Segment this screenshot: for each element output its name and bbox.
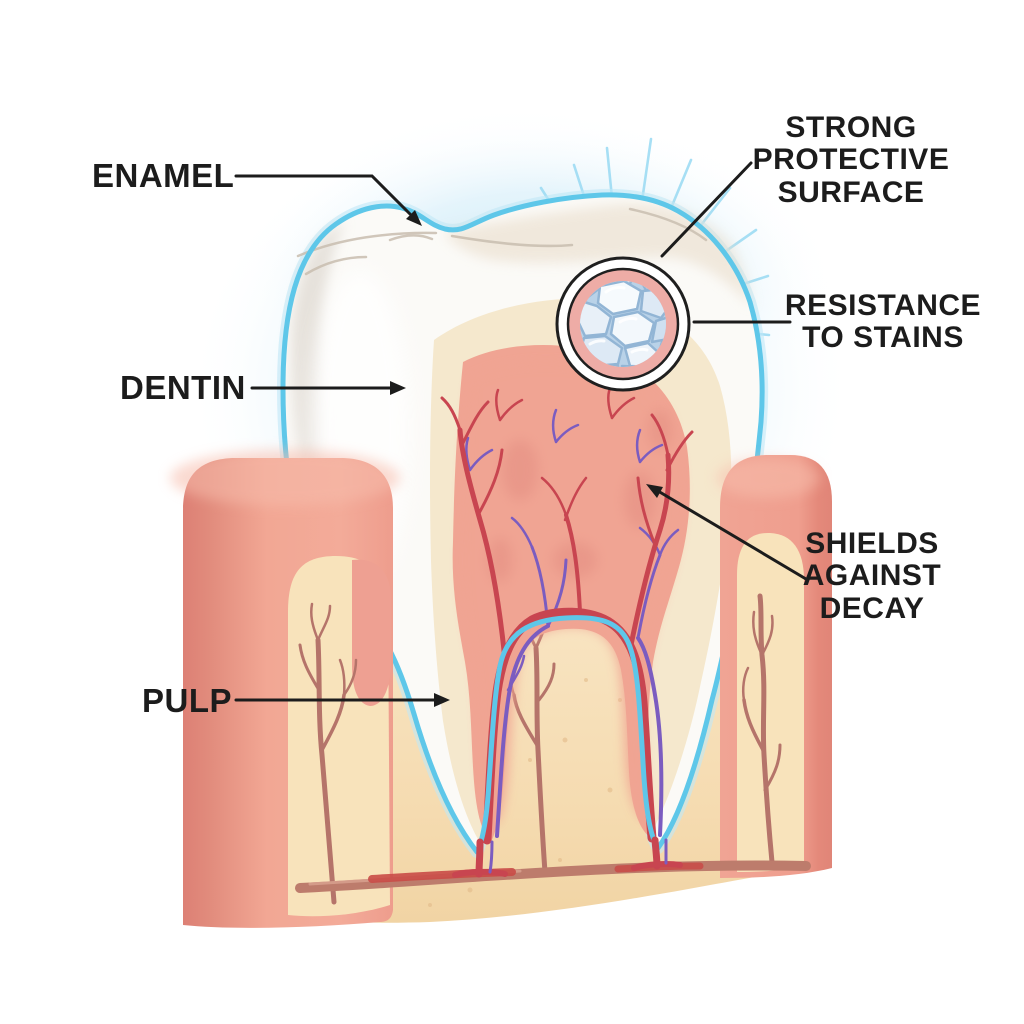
enamel-magnifier-inset [555, 256, 691, 392]
shields-against-decay-arrow [646, 484, 808, 581]
bone-vessel-right [741, 593, 782, 865]
pulp-nerves [465, 408, 680, 838]
strong-protective-surface-leader [660, 161, 753, 258]
label-strong-protective-surface: STRONG PROTECTIVE SURFACE [752, 111, 950, 209]
gum-left [170, 450, 400, 928]
tooth-pulp-chamber [440, 344, 694, 845]
label-shields-against-decay: SHIELDS AGAINST DECAY [802, 527, 942, 625]
label-dentin: DENTIN [120, 369, 246, 406]
leader-arrows [234, 161, 808, 707]
label-resistance-to-stains: RESISTANCE TO STAINS [784, 289, 982, 355]
enamel-shading-top [444, 203, 752, 307]
pulp-arrow [234, 693, 450, 707]
cusp-grooves [296, 207, 708, 276]
bone-base-vessels [295, 836, 811, 893]
gum-left-root-collar [352, 559, 391, 706]
label-enamel: ENAMEL [92, 157, 235, 194]
enamel-arrow [234, 174, 422, 226]
label-pulp: PULP [142, 682, 233, 719]
dentin-arrow [250, 381, 406, 395]
gum-right [716, 455, 832, 878]
